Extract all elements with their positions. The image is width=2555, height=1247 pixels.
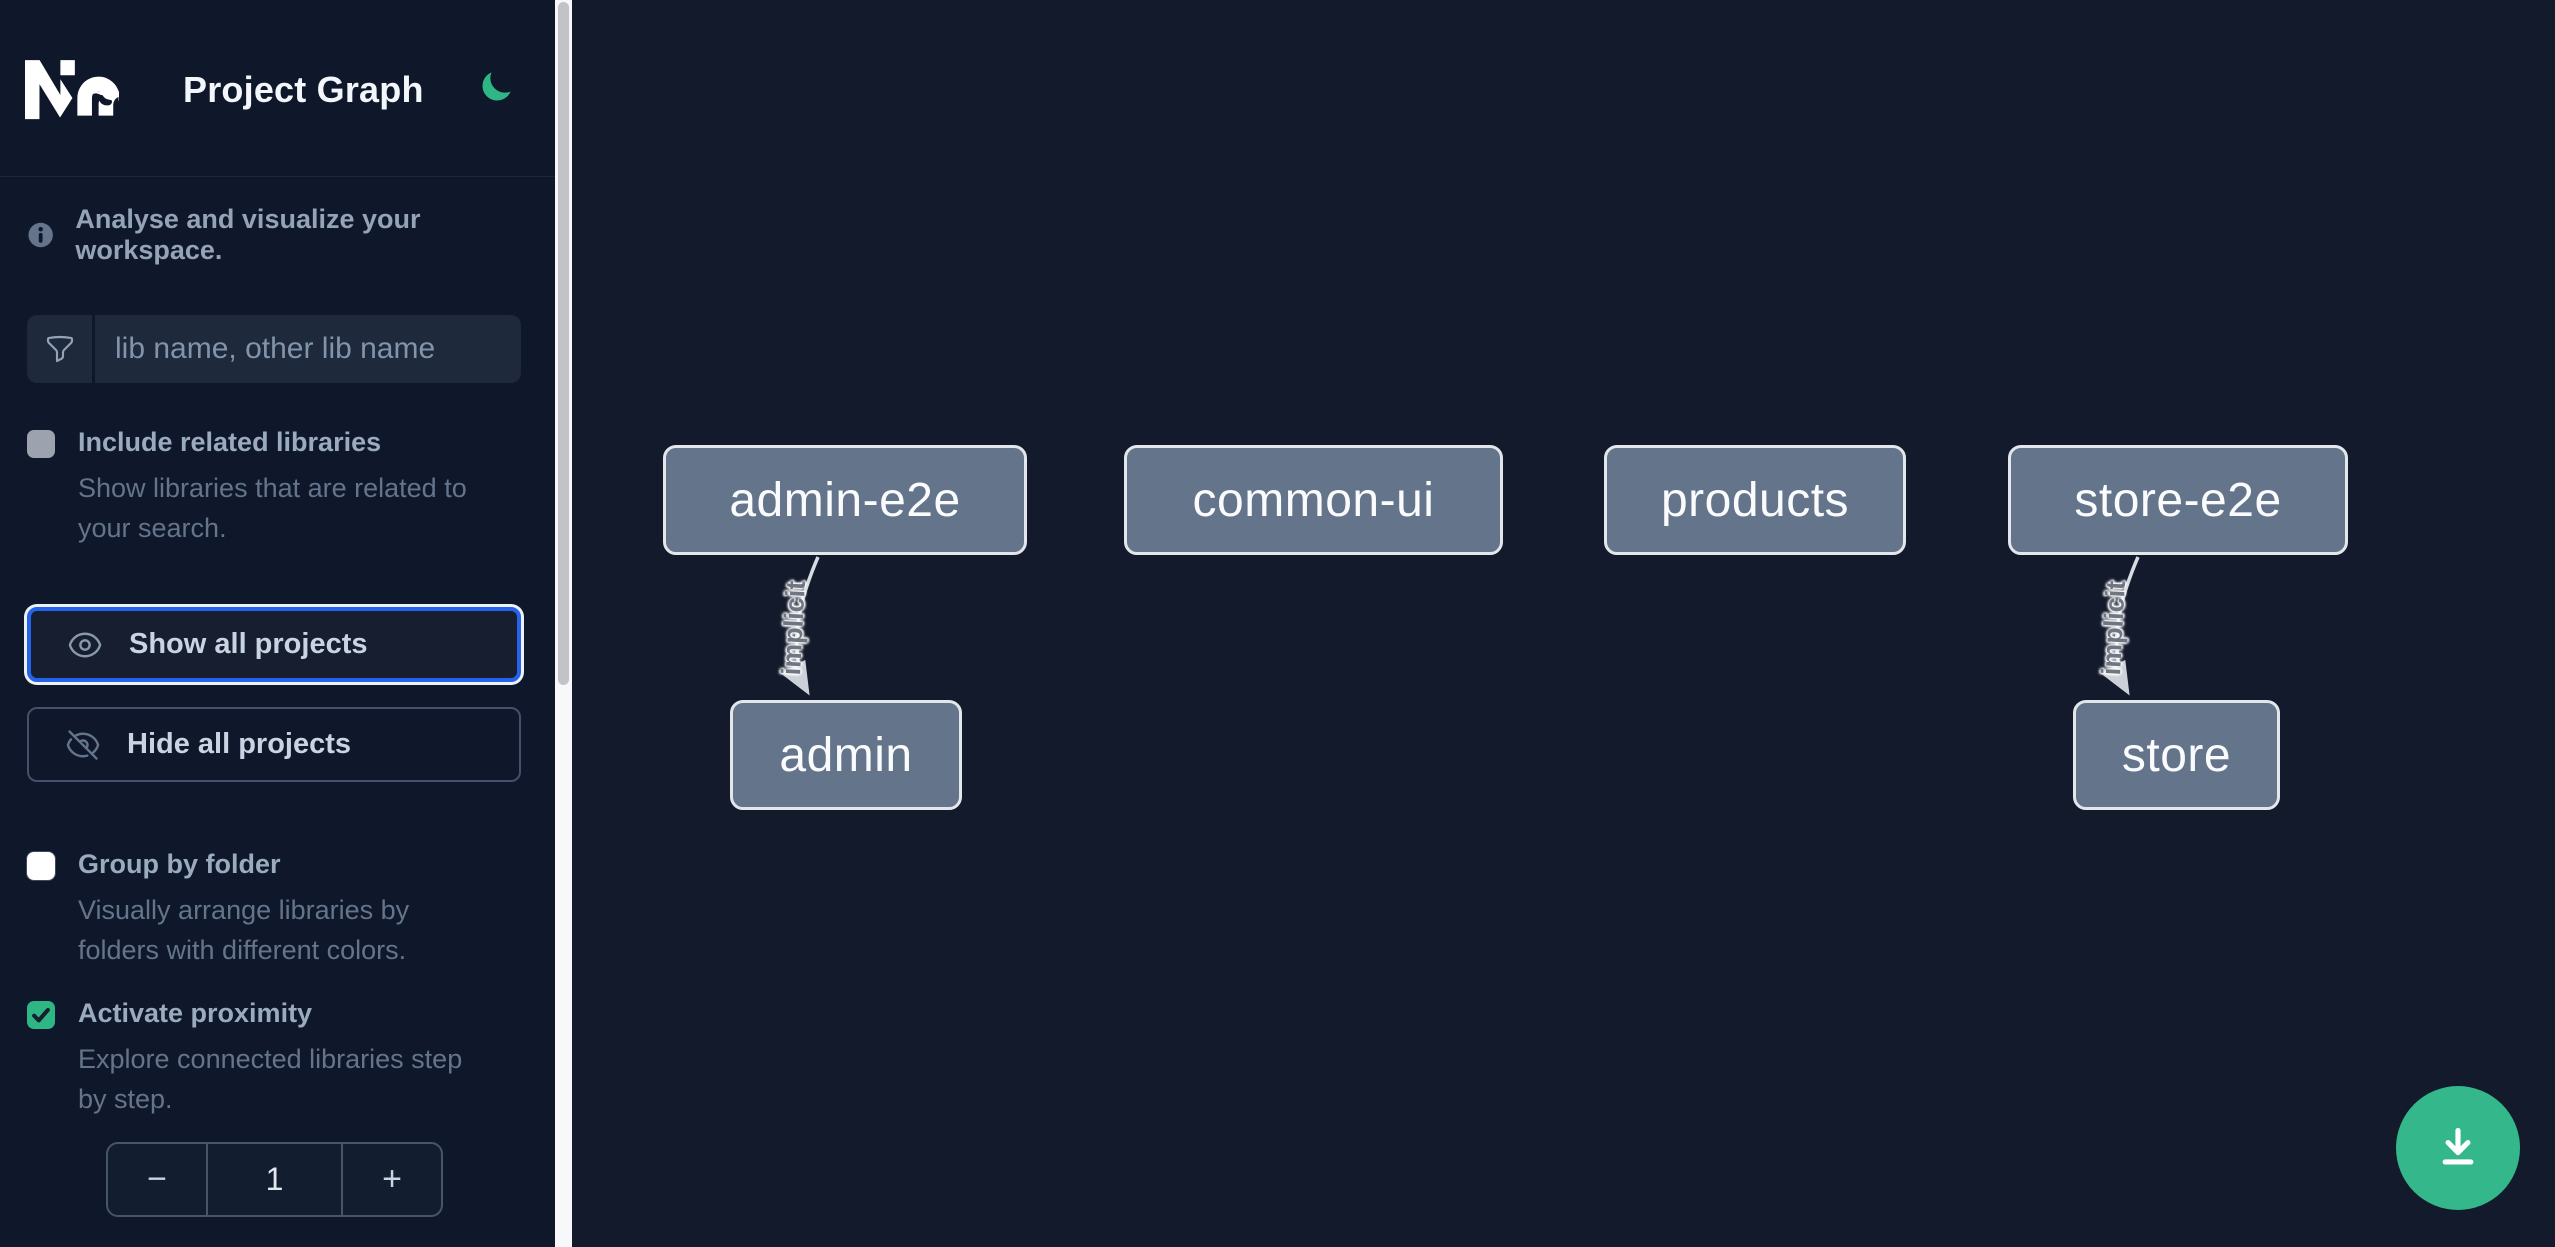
option-description: Explore connected libraries step by step…	[78, 1044, 463, 1114]
edge-label-implicit[interactable]: implicit	[776, 579, 811, 676]
option-description: Show libraries that are related to your …	[78, 473, 467, 543]
option-label: Include related libraries	[78, 427, 382, 457]
option-label: Group by folder	[78, 849, 281, 879]
dependency-edges	[780, 556, 2140, 696]
project-node-products[interactable]: products	[1604, 445, 1906, 555]
sidebar-scrollbar-track[interactable]	[555, 0, 572, 1247]
eye-icon	[68, 632, 102, 657]
funnel-icon	[46, 335, 73, 363]
eye-off-icon	[66, 729, 100, 760]
option-label: Activate proximity	[78, 998, 313, 1028]
option-description: Visually arrange libraries by folders wi…	[78, 895, 410, 965]
nx-logo	[25, 60, 119, 120]
checkbox-activate-proximity[interactable]	[27, 1001, 55, 1029]
sidebar-scrollbar-thumb[interactable]	[558, 2, 569, 685]
project-node-admin[interactable]: admin	[730, 700, 962, 810]
graph-canvas[interactable]: implicit implicit admin-e2e common-ui pr…	[572, 0, 2555, 1247]
hide-all-projects-label: Hide all projects	[127, 728, 352, 760]
filter-box	[27, 315, 521, 383]
edge-store-e2e-to-store	[2100, 556, 2140, 696]
decrement-button[interactable]: −	[108, 1144, 208, 1215]
show-all-projects-label: Show all projects	[129, 628, 368, 660]
hide-all-projects-button[interactable]: Hide all projects	[27, 707, 521, 782]
increment-button[interactable]: +	[341, 1144, 441, 1215]
checkbox-include-related	[27, 430, 55, 458]
project-node-common-ui[interactable]: common-ui	[1124, 445, 1503, 555]
info-icon	[28, 222, 53, 248]
edge-admin-e2e-to-admin	[780, 556, 820, 696]
moon-icon[interactable]	[478, 69, 514, 105]
show-all-projects-button[interactable]: Show all projects	[27, 607, 521, 682]
project-node-store[interactable]: store	[2073, 700, 2280, 810]
tagline-text: Analyse and visualize your workspace.	[75, 204, 421, 265]
filter-icon-cell	[27, 315, 95, 383]
download-graph-button[interactable]	[2396, 1086, 2520, 1210]
tagline-row: Analyse and visualize your workspace.	[28, 204, 528, 266]
sidebar-header: Project Graph	[0, 0, 555, 177]
download-icon	[2442, 1127, 2474, 1165]
project-node-admin-e2e[interactable]: admin-e2e	[663, 445, 1027, 555]
stepper-value[interactable]: 1	[265, 1161, 284, 1197]
filter-input[interactable]	[95, 315, 521, 383]
page-title: Project Graph	[183, 69, 424, 110]
check-icon	[32, 1007, 50, 1023]
project-node-store-e2e[interactable]: store-e2e	[2008, 445, 2348, 555]
proximity-depth-stepper: − 1 +	[106, 1142, 443, 1217]
edge-label-implicit[interactable]: implicit	[2096, 579, 2131, 676]
checkbox-group-by-folder[interactable]	[27, 852, 55, 880]
sidebar: Project Graph Analyse and visualize your…	[0, 0, 555, 1247]
